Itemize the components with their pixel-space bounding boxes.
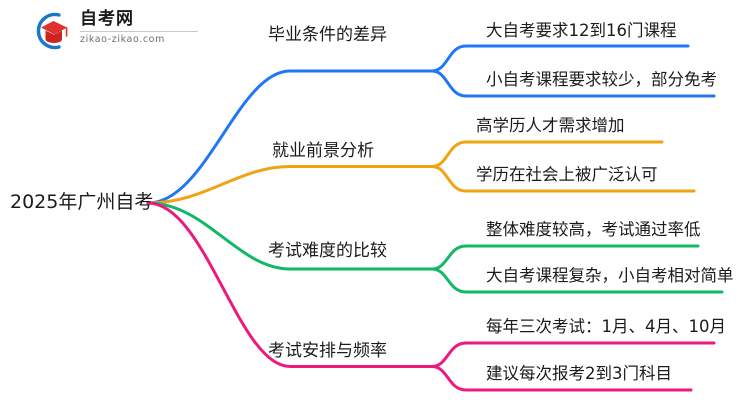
- logo-title: 自考网: [80, 9, 134, 29]
- connector-path: [430, 244, 468, 271]
- connector-path: [430, 341, 468, 368]
- connector-path: [430, 44, 468, 73]
- logo-domain: zikao-zikao.com: [80, 34, 165, 45]
- mindmap-leaf-node[interactable]: 高学历人才需求增加: [476, 116, 625, 135]
- graduation-cap-logo-icon: [28, 10, 72, 52]
- mindmap-branch-node-1[interactable]: 毕业条件的差异: [268, 25, 387, 45]
- site-logo: 自考网 zikao-zikao.com: [28, 8, 208, 54]
- connector-path: [430, 140, 468, 168]
- connector-path: [146, 69, 434, 205]
- connector-path: [146, 165, 434, 205]
- mindmap-root-node[interactable]: 2025年广州自考: [10, 191, 154, 213]
- connector-path: [430, 69, 468, 98]
- mindmap-leaf-node[interactable]: 大自考要求12到16门课程: [486, 21, 677, 40]
- mindmap-branch-node-2[interactable]: 就业前景分析: [272, 141, 374, 161]
- mindmap-leaf-node[interactable]: 大自考课程复杂，小自考相对简单: [486, 266, 734, 285]
- logo-divider: [80, 31, 198, 32]
- mindmap-leaf-node[interactable]: 小自考课程要求较少，部分免考: [486, 70, 717, 89]
- mindmap-branch-node-3[interactable]: 考试难度的比较: [268, 241, 387, 261]
- mindmap-leaf-node[interactable]: 每年三次考试：1月、4月、10月: [486, 317, 726, 336]
- mindmap-leaf-node[interactable]: 建议每次报考2到3门科目: [486, 364, 672, 383]
- mindmap-leaf-node[interactable]: 整体难度较高，考试通过率低: [486, 220, 701, 239]
- connector-path: [430, 165, 468, 193]
- mindmap-leaf-node[interactable]: 学历在社会上被广泛认可: [476, 165, 658, 184]
- logo-text: 自考网 zikao-zikao.com: [80, 9, 198, 46]
- mindmap-branch-node-4[interactable]: 考试安排与频率: [268, 341, 387, 361]
- connector-path: [430, 267, 468, 294]
- connector-path: [430, 365, 468, 392]
